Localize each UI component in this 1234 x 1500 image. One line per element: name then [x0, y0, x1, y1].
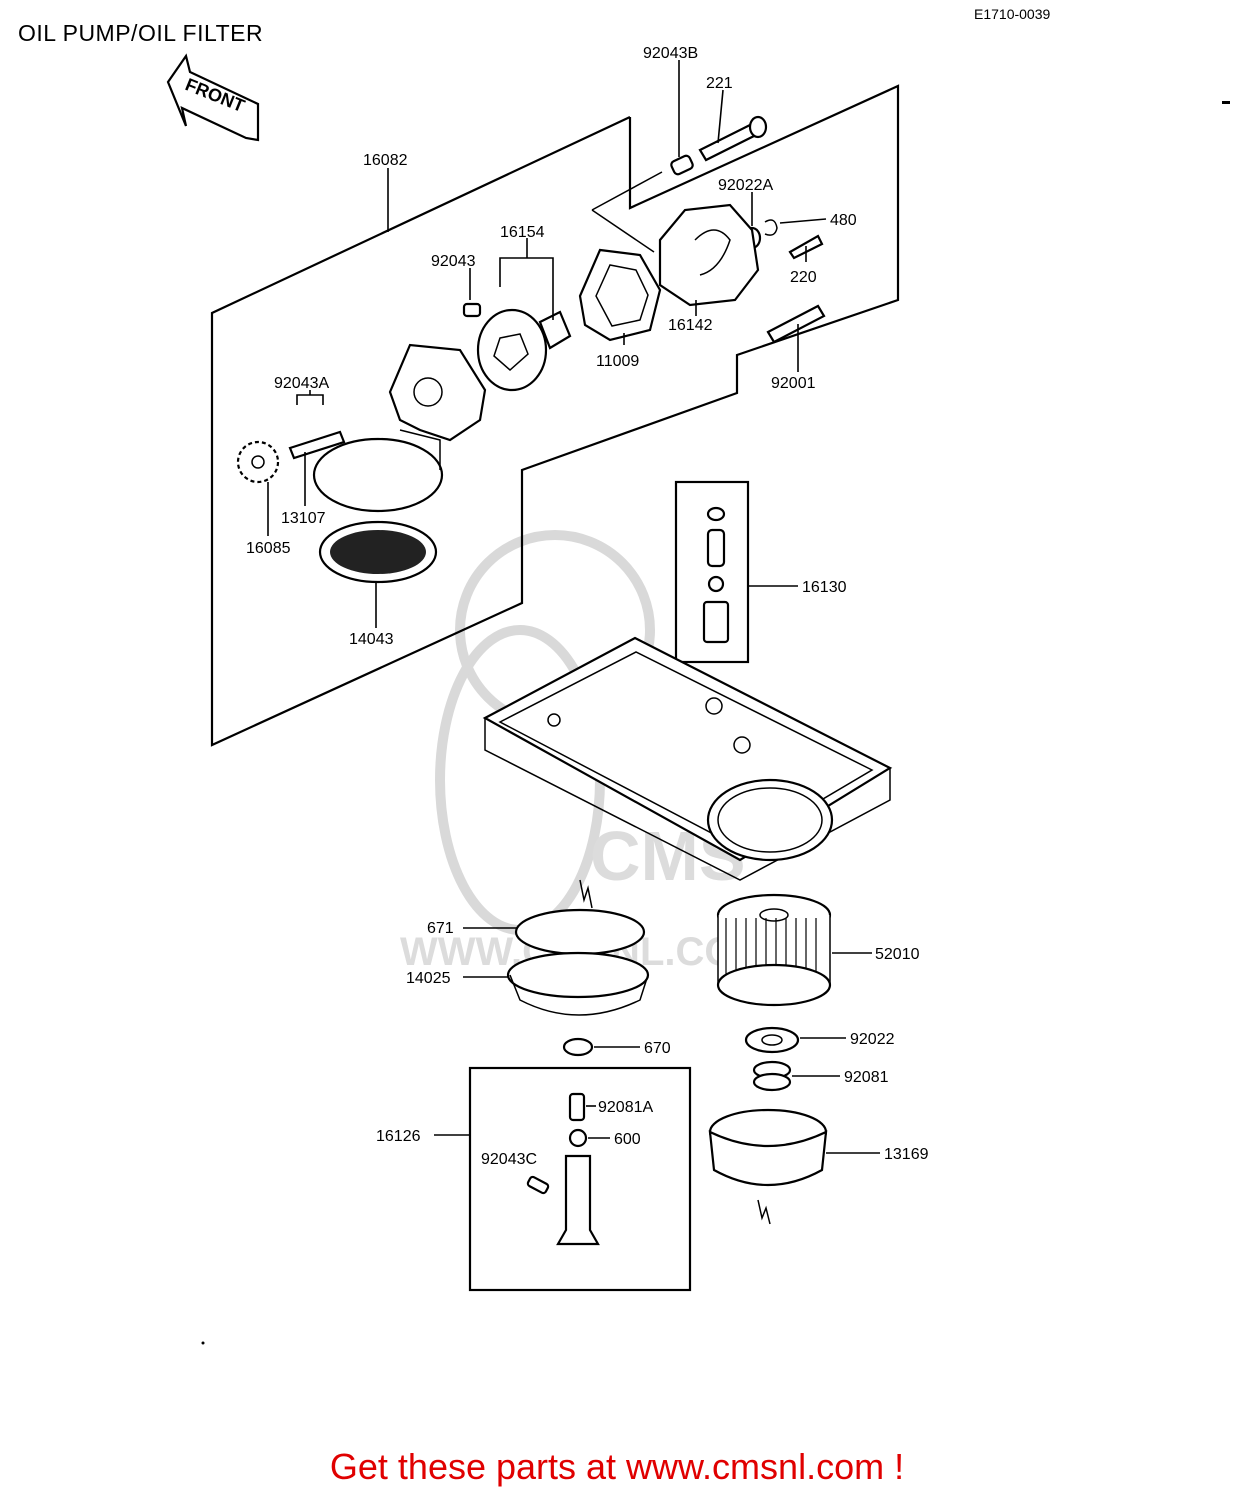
callout-13169: 13169 — [884, 1146, 929, 1163]
assembly-frame — [210, 84, 900, 747]
direction-arrow-icon — [757, 1199, 771, 1225]
callout-16126: 16126 — [376, 1128, 421, 1145]
callout-92022: 92022 — [850, 1031, 895, 1048]
callout-92043A: 92043A — [274, 375, 329, 392]
valve-box — [468, 1066, 692, 1292]
diagram-code: E1710-0039 — [974, 6, 1051, 22]
callout-16142: 16142 — [668, 317, 713, 334]
callout-14043: 14043 — [349, 631, 394, 648]
relief-valve-parts — [702, 506, 730, 644]
callout-11009: 11009 — [596, 353, 639, 370]
cta-link[interactable]: Get these parts at www.cmsnl.com ! — [329, 1446, 905, 1487]
callout-92043B: 92043B — [643, 45, 698, 62]
callout-92001: 92001 — [771, 375, 816, 392]
callout-16154: 16154 — [500, 224, 545, 241]
relief-valve-box — [674, 480, 750, 664]
cta-banner: Get these parts at www.cmsnl.com ! — [0, 1446, 1234, 1488]
callout-480: 480 — [830, 212, 857, 229]
leader-lines — [267, 60, 880, 1154]
oil-pan — [482, 636, 893, 881]
callout-14025: 14025 — [406, 970, 451, 987]
callout-671: 671 — [427, 920, 454, 937]
callout-670: 670 — [644, 1040, 671, 1057]
callout-52010: 52010 — [875, 946, 920, 963]
edge-mark — [201, 1341, 205, 1345]
callout-13107: 13107 — [281, 510, 326, 527]
callout-16082: 16082 — [363, 152, 408, 169]
callout-labels: 92043B 221 16082 92022A 480 16154 92043 … — [246, 45, 929, 1168]
front-arrow-icon: FRONT — [166, 53, 260, 142]
callout-92081: 92081 — [844, 1069, 889, 1086]
callout-600: 600 — [614, 1131, 641, 1148]
callout-92043C: 92043C — [481, 1151, 537, 1168]
filter-parts — [506, 893, 832, 1246]
watermark: CMS WWW.CMSNL.COM — [400, 530, 769, 974]
callout-16130: 16130 — [802, 579, 847, 596]
parts-diagram: CMS WWW.CMSNL.COM FRONT — [166, 45, 1230, 1345]
callout-92022A: 92022A — [718, 177, 773, 194]
direction-arrow-icon — [579, 879, 593, 909]
callout-221: 221 — [706, 75, 733, 92]
edge-mark — [1222, 101, 1230, 104]
callout-220: 220 — [790, 269, 817, 286]
callout-92081A: 92081A — [598, 1099, 653, 1116]
oil-pump-parts — [236, 115, 826, 584]
callout-92043: 92043 — [431, 253, 476, 270]
callout-16085: 16085 — [246, 540, 291, 557]
page-title: OIL PUMP/OIL FILTER — [18, 20, 264, 46]
